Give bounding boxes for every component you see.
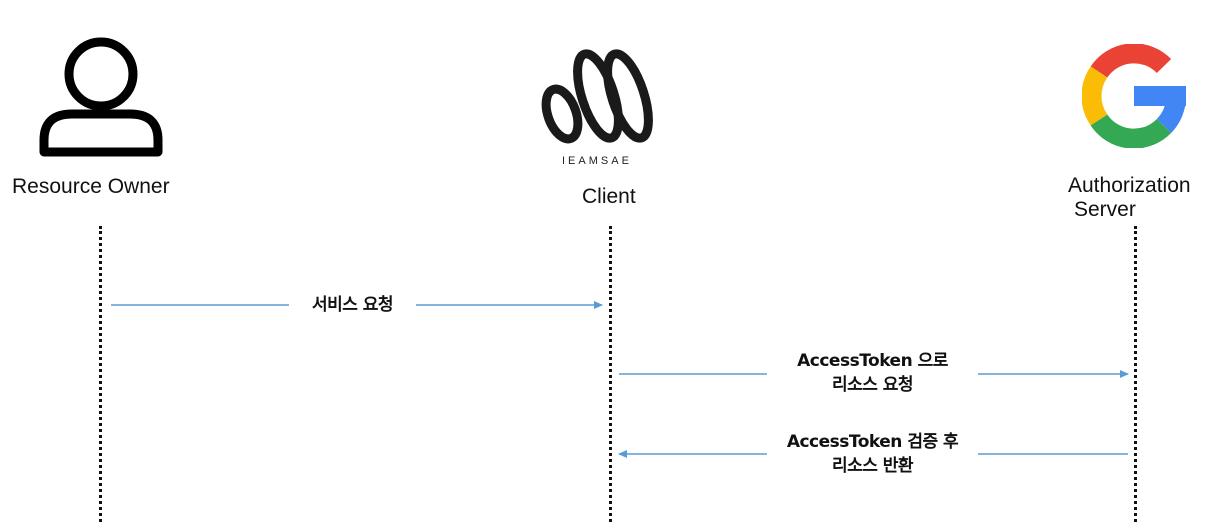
auth-server-lifeline [1134, 226, 1137, 522]
resource-request-line2: 리소스 요청 [831, 375, 914, 395]
auth-server-label-line1: Authorization [1068, 174, 1191, 197]
resource-return-label: AccessToken 검증 후 리소스 반환 [767, 430, 978, 478]
resource-return-line1: AccessToken 검증 후 [786, 432, 959, 452]
client-lifeline [609, 226, 612, 522]
client-logo-text: IEAMSAE [562, 155, 632, 167]
resource-owner-lifeline [99, 226, 102, 522]
auth-server-label-line2: Server [1074, 198, 1136, 221]
user-icon [39, 37, 163, 157]
resource-request-line1: AccessToken 으로 [797, 351, 948, 371]
google-icon [1082, 44, 1186, 148]
client-label: Client [582, 185, 636, 208]
resource-return-line2: 리소스 반환 [831, 456, 914, 476]
resource-request-label: AccessToken 으로 리소스 요청 [767, 349, 978, 397]
service-request-label: 서비스 요청 [289, 293, 416, 317]
resource-owner-label: Resource Owner [12, 175, 170, 198]
client-logo-icon [541, 49, 653, 144]
service-request-text: 서비스 요청 [311, 295, 394, 315]
